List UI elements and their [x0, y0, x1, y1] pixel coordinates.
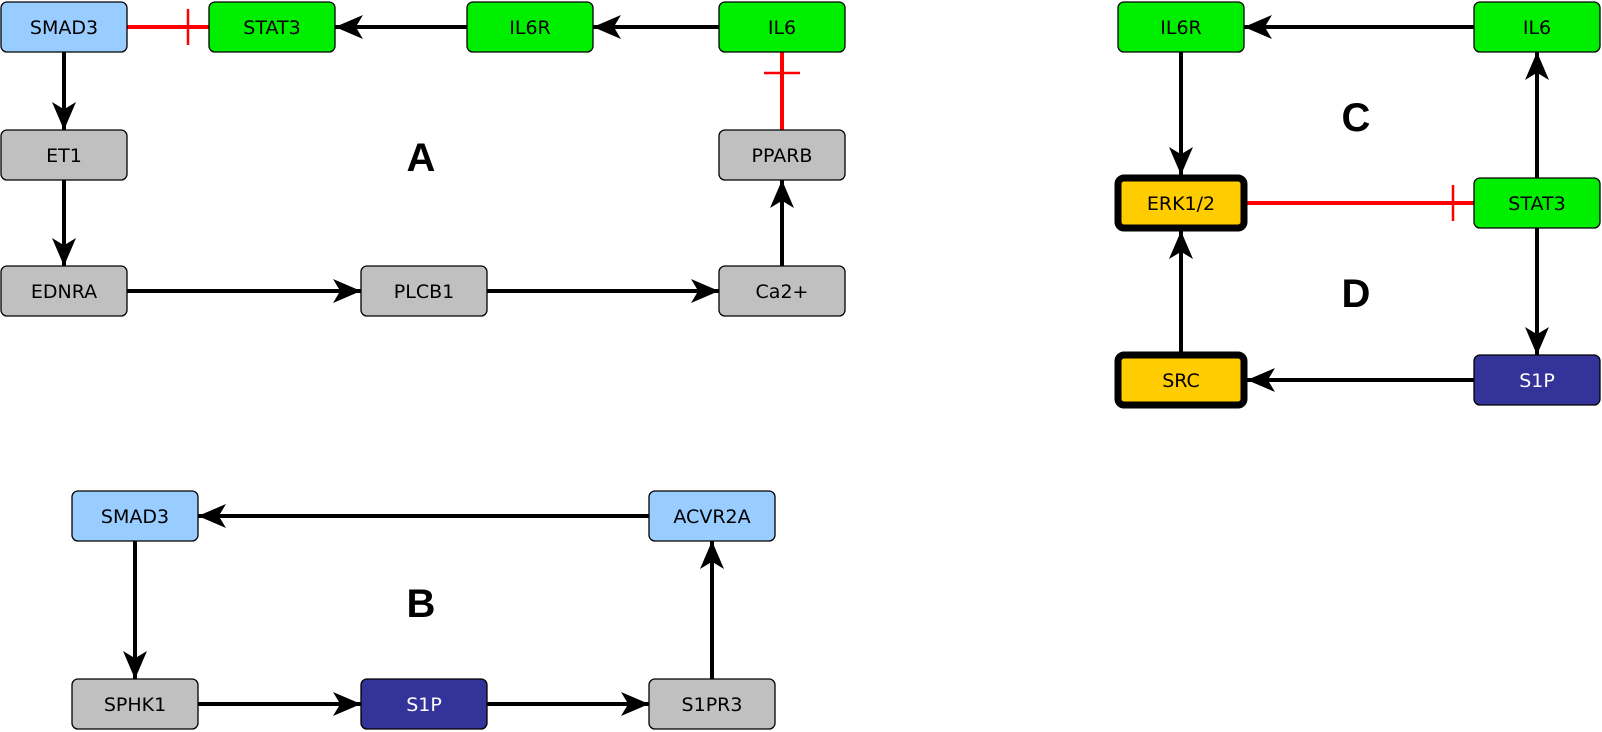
node-label: SMAD3: [30, 17, 98, 39]
node-box: [1114, 351, 1248, 409]
node-label: EDNRA: [31, 281, 97, 303]
node-box: [71, 678, 199, 730]
node-label: PPARB: [752, 145, 813, 167]
node-label: IL6R: [509, 17, 550, 39]
panel-label-C: C: [1342, 96, 1371, 140]
node-label: SRC: [1162, 370, 1200, 392]
node-label: S1P: [406, 694, 442, 716]
node-label: ET1: [46, 145, 82, 167]
node-box: [1114, 174, 1248, 232]
node-box: [718, 129, 846, 181]
node-label: IL6R: [1160, 17, 1201, 39]
node-box: [360, 678, 488, 730]
panel-labels-layer: A B C D: [407, 96, 1371, 626]
node-label: S1PR3: [682, 694, 743, 716]
panel-label-B: B: [407, 582, 436, 626]
node-label: IL6: [768, 17, 796, 39]
node-box: [0, 265, 128, 317]
node-a_ednra: EDNRA: [0, 265, 128, 317]
node-b_smad3: SMAD3: [71, 490, 199, 542]
node-c_il6r: IL6R: [1117, 1, 1245, 53]
node-box: [466, 1, 594, 53]
node-a_il6: IL6: [718, 1, 846, 53]
node-a_il6r: IL6R: [466, 1, 594, 53]
node-label: SMAD3: [101, 506, 169, 528]
node-a_stat3: STAT3: [208, 1, 336, 53]
node-box: [648, 678, 776, 730]
panel-label-D: D: [1342, 272, 1371, 316]
node-a_smad3: SMAD3: [0, 1, 128, 53]
node-c_il6: IL6: [1473, 1, 1601, 53]
node-b_sphk1: SPHK1: [71, 678, 199, 730]
node-label: ERK1/2: [1147, 193, 1215, 215]
node-c_src: SRC: [1114, 351, 1248, 409]
node-a_ca2: Ca2+: [718, 265, 846, 317]
node-box: [648, 490, 776, 542]
node-label: STAT3: [243, 17, 300, 39]
node-box: [0, 129, 128, 181]
node-box: [208, 1, 336, 53]
panel-label-A: A: [407, 136, 436, 180]
node-a_plcb1: PLCB1: [360, 265, 488, 317]
node-label: PLCB1: [394, 281, 454, 303]
node-label: STAT3: [1508, 193, 1565, 215]
node-box: [71, 490, 199, 542]
node-b_acvr2a: ACVR2A: [648, 490, 776, 542]
node-label: SPHK1: [104, 694, 166, 716]
node-b_s1p: S1P: [360, 678, 488, 730]
inhibition-edge-a_pparb-to-a_il6: [764, 52, 800, 130]
node-c_stat3: STAT3: [1473, 177, 1601, 229]
node-box: [1473, 177, 1601, 229]
node-box: [360, 265, 488, 317]
node-a_pparb: PPARB: [718, 129, 846, 181]
inhibition-edge-a_smad3-to-a_stat3: [127, 9, 209, 45]
node-b_s1pr3: S1PR3: [648, 678, 776, 730]
node-c_erk: ERK1/2: [1114, 174, 1248, 232]
node-c_s1p: S1P: [1473, 354, 1601, 406]
node-label: ACVR2A: [673, 506, 750, 528]
node-box: [0, 1, 128, 53]
node-a_et1: ET1: [0, 129, 128, 181]
edges-layer: [52, 9, 1549, 716]
node-label: IL6: [1523, 17, 1551, 39]
inhibition-edge-c_erk-to-c_stat3: [1247, 185, 1474, 221]
node-box: [718, 1, 846, 53]
node-box: [718, 265, 846, 317]
node-box: [1473, 354, 1601, 406]
node-box: [1117, 1, 1245, 53]
node-label: S1P: [1519, 370, 1555, 392]
node-label: Ca2+: [756, 281, 809, 303]
node-box: [1473, 1, 1601, 53]
